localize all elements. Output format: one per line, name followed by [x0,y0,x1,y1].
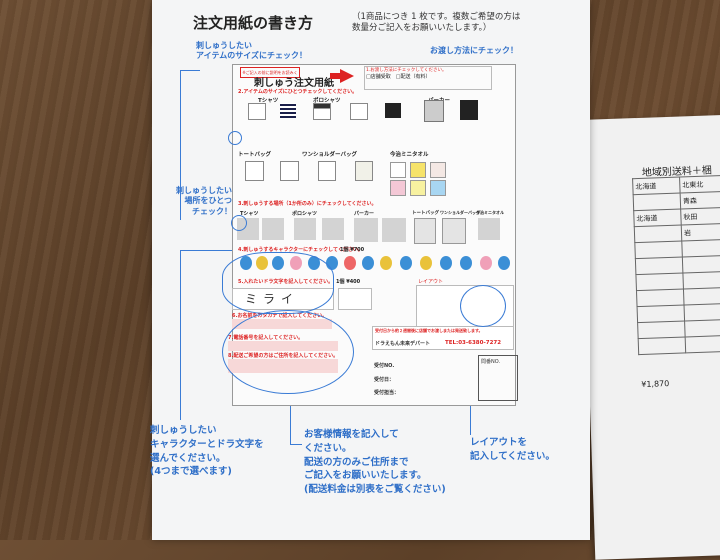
reception-date-label: 受付日： [374,377,395,383]
section-3-label: 3.刺しゅうする場所（1か所のみ）にチェックしてください。 [238,201,377,207]
tshirt-ringer-icon[interactable] [313,103,331,120]
sheet-note: （1商品につき 1 枚です。複数ご希望の方は 数量分ご記入をお願いいたします。） [352,12,521,34]
layout-area-label: レイアウト [418,279,444,285]
stamp-box: 問番NO. [478,355,518,401]
character-price: 1個 ¥700 [340,247,365,253]
category-tote: トートバッグ [238,152,272,158]
category-polo: ポロシャツ [313,98,341,104]
character-icon[interactable] [420,256,432,270]
place-parka-front[interactable] [354,218,378,242]
size-check-circle [228,131,242,145]
place-polo-back[interactable] [322,218,344,240]
parka-black-icon[interactable] [460,100,478,120]
place-towel: 今治ミニタオル [476,210,504,215]
tshirt-stripe-icon[interactable] [280,103,296,118]
shipping-fee-table: 北海道北東北 青森 北海道秋田 岩 [632,175,720,355]
shipping-price: ¥1,870 [641,379,670,390]
connector-line [290,392,291,444]
delivery-method-box[interactable]: 1.お渡し方法にチェックしてください。 □店舗受取 □配送（有料） [364,66,492,90]
character-icon[interactable] [480,256,492,270]
form-top-note: ※ご記入の前に説明をお読みください [240,67,300,78]
category-shoulder: ワンショルダーバッグ [302,152,357,158]
place-parka: パーカー [354,211,375,217]
character-icon[interactable] [362,256,374,270]
polo-white-icon[interactable] [350,103,368,120]
character-circle [222,252,334,314]
text-price: 1個 ¥400 [336,279,361,285]
place-parka-back[interactable] [382,218,406,242]
connector-line [180,250,181,420]
tshirt-white-icon[interactable] [248,103,266,120]
character-icon[interactable] [272,256,284,270]
reception-staff-label: 受付担当： [374,390,400,396]
annotation-select-item: 刺しゅうしたい アイテムのサイズにチェック！ [196,41,307,61]
towel-yellow-swatch[interactable] [410,162,426,178]
place-tote: トートバッグ [412,211,439,216]
place-shoulder-icon[interactable] [442,218,466,244]
reception-no-label: 受付NO. [374,363,395,369]
character-icon[interactable] [380,256,392,270]
annotation-place: 刺しゅうしたい 場所をひとつ チェック！ [176,186,232,216]
section-5-label: 5.入れたいドラ文字を記入してください。 [238,279,334,285]
towel-white-swatch[interactable] [390,162,406,178]
place-tote-icon[interactable] [414,218,436,244]
customer-info-circle [222,310,354,394]
red-arrow-icon [340,69,354,83]
section-2-label: 2.アイテムのサイズにひとつチェックしてください。 [238,89,358,95]
sheet-title: 注文用紙の書き方 [193,14,314,32]
shipping-fee-sheet: 地域別送料＋梱 北海道北東北 青森 北海道秋田 岩 ¥1,870 [580,114,720,560]
character-icon[interactable] [498,256,510,270]
polo-black-icon[interactable] [385,103,401,118]
connector-line [180,70,200,71]
reception-notice-box: 受付日から約２週間後に店舗でお渡しまたは発送致します。 ドラえもん未来デパート … [372,326,514,350]
connector-line [290,444,302,445]
annotation-delivery: お渡し方法にチェック！ [430,46,518,55]
place-polo-front[interactable] [294,218,316,240]
place-check-circle [231,215,247,231]
connector-line [180,250,232,251]
tote-natural-icon[interactable] [245,161,264,181]
category-towel: 今治ミニタオル [390,152,429,158]
form-title: 刺しゅう注文用紙 [254,78,334,89]
parka-gray-icon[interactable] [424,100,444,122]
place-tshirt: Tシャツ [240,211,259,217]
character-icon[interactable] [440,256,452,270]
place-towel-icon[interactable] [478,218,500,240]
annotation-layout: レイアウトを 記入してください。 [470,437,555,462]
dora-text-field-2[interactable] [338,288,372,310]
connector-line [180,70,181,220]
table-row [638,335,720,355]
place-tshirt-back[interactable] [262,218,284,240]
towel-pink-swatch[interactable] [390,180,406,196]
annotation-customer-info: お客様情報を記入して ください。 配送の方のみご住所まで ご記入をお願いいたしま… [304,429,446,496]
category-tshirt: Tシャツ [258,98,279,104]
place-shoulder: ワンショルダーバッグ [440,210,480,215]
character-icon[interactable] [400,256,412,270]
shoulder-bag-icon[interactable] [318,161,336,181]
towel-ivory-swatch[interactable] [430,162,446,178]
section-4-label: 4.刺しゅうするキャラクターにチェックしてください。 [238,247,363,253]
shoulder-bag-natural-icon[interactable] [355,161,373,181]
arrow-shaft [330,73,341,79]
character-icon[interactable] [344,256,356,270]
towel-lemon-swatch[interactable] [410,180,426,196]
character-icon[interactable] [460,256,472,270]
layout-circle [460,285,506,327]
towel-blue-swatch[interactable] [430,180,446,196]
place-polo: ポロシャツ [292,211,318,217]
tote-black-icon[interactable] [280,161,299,181]
annotation-character: 刺しゅうしたい キャラクターとドラ文字を 選んでください。 (4つまで選べます) [150,425,264,478]
